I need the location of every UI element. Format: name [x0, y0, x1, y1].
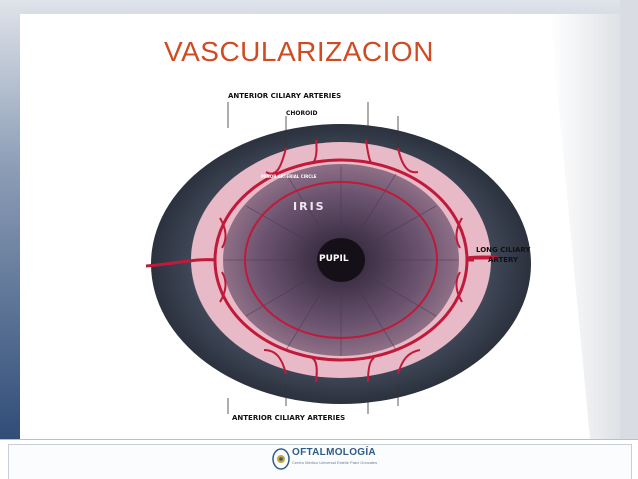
label-leader-lines: [227, 102, 399, 414]
logo-text: OFTALMOLOGÍA: [292, 447, 376, 458]
label-anterior-ciliary-bottom: ANTERIOR CILIARY ARTERIES: [232, 414, 346, 422]
label-iris: IRIS: [293, 200, 326, 213]
footer-bar: [0, 439, 638, 479]
label-pupil: PUPIL: [319, 254, 349, 264]
footer-frame: [8, 444, 632, 479]
long-ciliary-artery-left: [145, 258, 217, 268]
eye-logo-icon: [272, 448, 290, 470]
minor-arterial-circle: [244, 181, 438, 339]
logo-subtitle: Centro Medico Universal Estelle Paez Gon…: [292, 460, 378, 465]
long-ciliary-artery-right: [465, 255, 498, 260]
slide-title: VASCULARIZACION: [164, 36, 434, 67]
label-anterior-ciliary-top: ANTERIOR CILIARY ARTERIES: [228, 92, 342, 100]
iris-vascular-figure: ANTERIOR CILIARY ARTERIES CHOROID MINOR …: [136, 88, 546, 426]
panel-bevel: [550, 14, 620, 439]
iris-illustration: [145, 102, 531, 414]
label-long-ciliary-2: ARTERY: [488, 256, 519, 264]
anterior-ciliary-branches: [219, 139, 463, 383]
footer-logo: OFTALMOLOGÍA Centro Medico Universal Est…: [272, 446, 377, 472]
label-long-ciliary-1: LONG CILIARY: [476, 246, 531, 254]
label-choroid: CHOROID: [286, 110, 318, 117]
pupil: [317, 238, 365, 282]
label-minor-circle: MINOR ARTERIAL CIRCLE: [261, 174, 317, 179]
